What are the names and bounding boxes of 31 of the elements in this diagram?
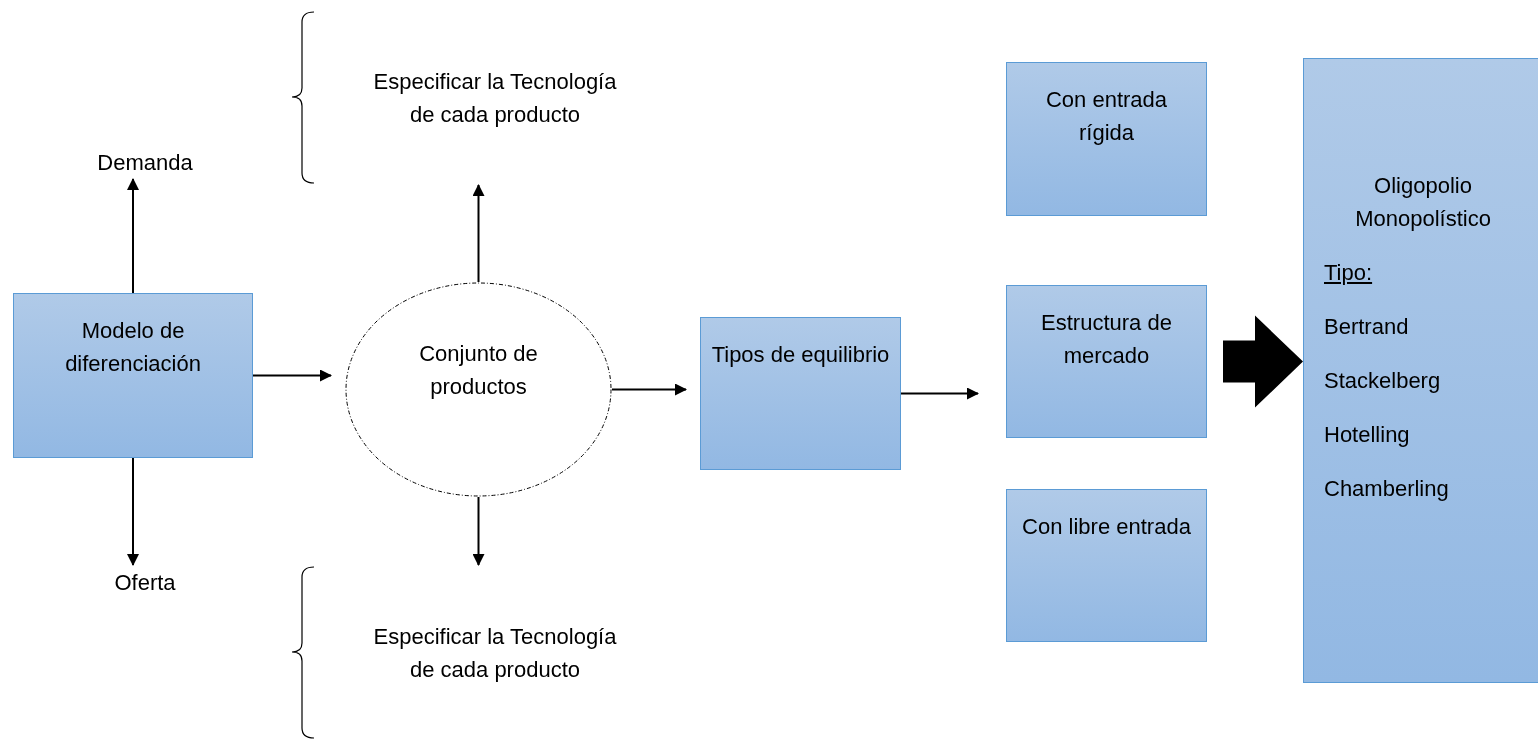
node-text: Conjunto de productos — [418, 339, 539, 401]
process-box — [700, 317, 901, 470]
node-text: Con entrada rígida — [1044, 86, 1169, 147]
node-text: Especificar la Tecnología de cada producto — [372, 622, 618, 684]
node-text: Estructura de mercado — [1040, 309, 1173, 370]
node-text: Hotelling — [1324, 421, 1411, 449]
block-arrow — [1223, 315, 1303, 408]
node-text: Tipos de equilibrio — [711, 341, 890, 369]
node-text: Con libre entrada — [1022, 513, 1191, 541]
list-box — [1303, 58, 1538, 683]
arrow — [611, 383, 687, 396]
node-text: Oligopolio Monopolístico — [1354, 172, 1492, 233]
node-text: Oferta — [114, 568, 176, 597]
dashed-ellipse — [345, 282, 612, 497]
arrow — [472, 496, 485, 566]
arrow — [252, 369, 332, 382]
arrow — [127, 457, 139, 566]
node-text: Modelo de diferenciación — [64, 317, 202, 378]
arrow — [900, 387, 979, 400]
process-box — [1006, 285, 1207, 438]
process-box — [1006, 489, 1207, 642]
node-text: Bertrand — [1324, 313, 1410, 341]
arrow — [472, 184, 485, 283]
node-text: Stackelberg — [1324, 367, 1442, 395]
process-box — [13, 293, 253, 458]
arrow — [127, 178, 139, 294]
node-text: Chamberling — [1324, 475, 1450, 503]
node-text: Tipo: — [1324, 259, 1374, 287]
node-text: Demanda — [97, 148, 193, 177]
node-text: Especificar la Tecnología de cada producto — [372, 67, 618, 129]
process-box — [1006, 62, 1207, 216]
